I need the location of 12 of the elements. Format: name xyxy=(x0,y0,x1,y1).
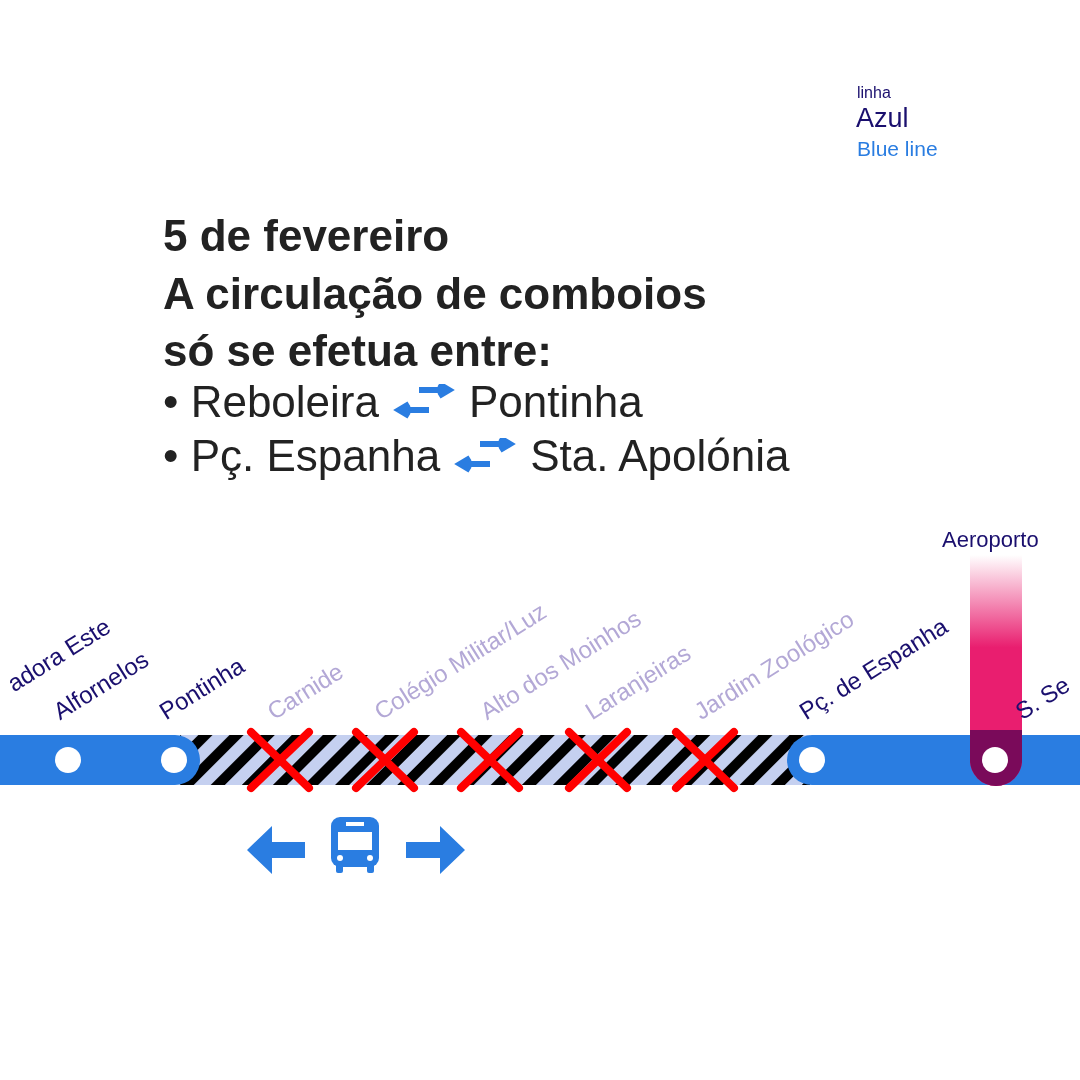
notice-heading: só se efetua entre: xyxy=(163,327,552,376)
station-name: Aeroporto xyxy=(942,528,1039,553)
line-label: linha xyxy=(857,84,891,102)
notice-heading: A circulação de comboios xyxy=(163,270,707,319)
route-endpoint: Sta. Apolónia xyxy=(530,432,790,481)
line-name: Azul xyxy=(856,104,909,134)
route-endpoint: Pontinha xyxy=(468,378,643,427)
station-name: S. Se xyxy=(1011,672,1074,724)
route-endpoint: • Pç. Espanha xyxy=(163,432,441,481)
line-name-english: Blue line xyxy=(857,137,938,161)
notice-heading: 5 de fevereiro xyxy=(163,212,450,261)
route-endpoint: • Reboleira xyxy=(163,378,379,427)
